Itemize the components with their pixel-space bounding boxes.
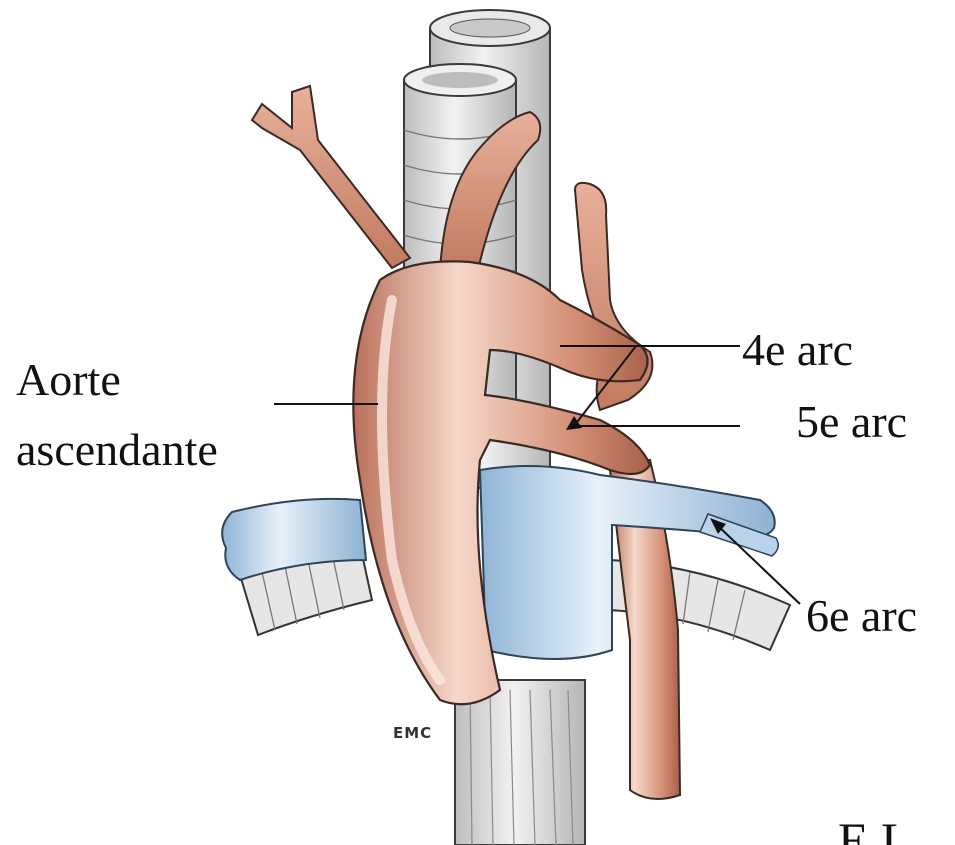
label-corner-initials: E.L. [838, 812, 924, 845]
label-6e-arc: 6e arc [806, 588, 917, 644]
left-branch-arteries [252, 86, 410, 268]
pulmonary-artery [222, 466, 778, 659]
emc-logo: EMC [393, 724, 432, 742]
label-aorte: Aorte [16, 352, 121, 408]
label-ascendante: ascendante [16, 422, 218, 478]
label-5e-arc: 5e arc [796, 394, 907, 450]
label-4e-arc: 4e arc [742, 322, 853, 378]
